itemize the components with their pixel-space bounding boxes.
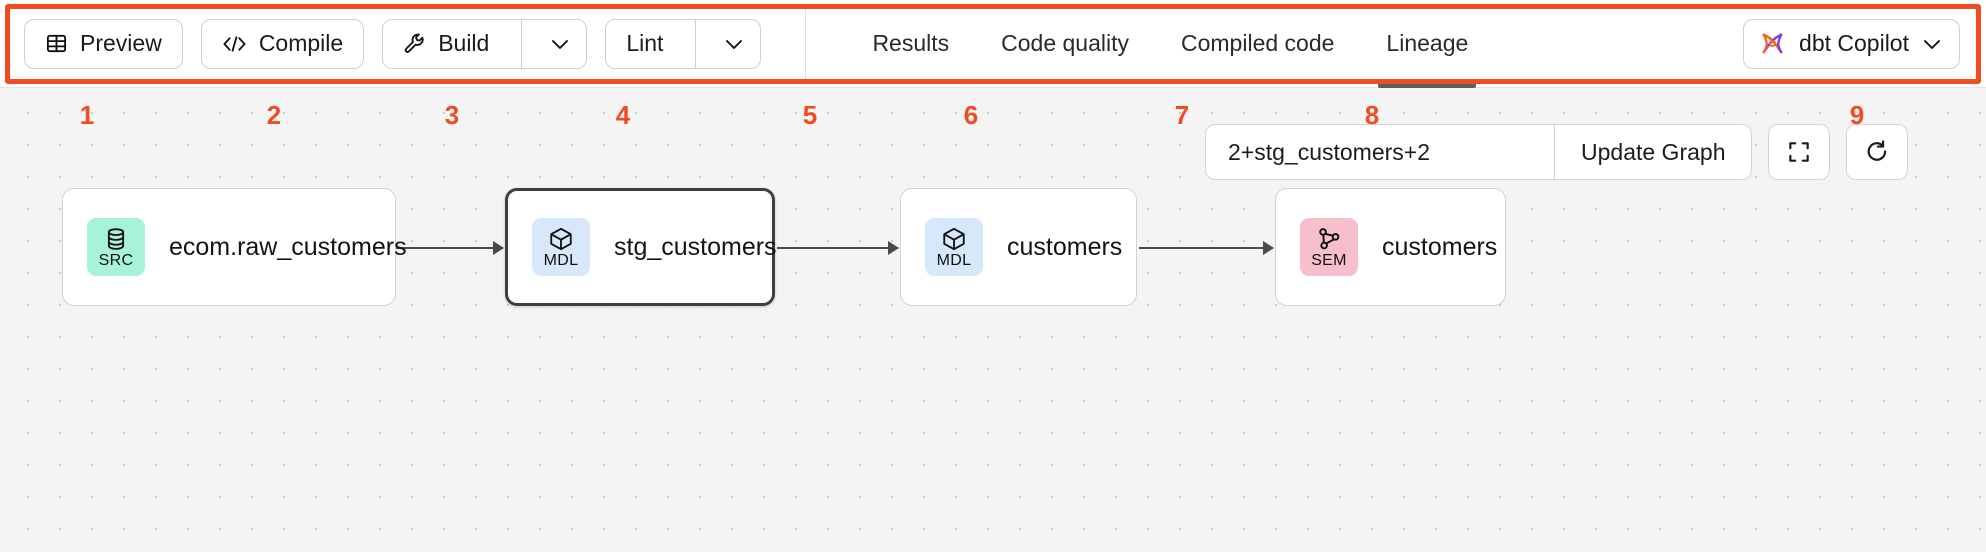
annotation-marker-4: 4 xyxy=(615,100,631,130)
chevron-down-icon xyxy=(724,37,744,51)
toolbar-separator xyxy=(805,4,807,83)
node-label: customers xyxy=(1382,232,1498,261)
node-type-badge: SRC xyxy=(87,218,145,276)
cube-icon xyxy=(941,226,967,252)
arrow-head-icon xyxy=(888,241,899,255)
tab-bar: Results Code quality Compiled code Linea… xyxy=(846,0,1494,88)
node-label: stg_customers xyxy=(614,232,777,261)
dbt-copilot-label: dbt Copilot xyxy=(1799,30,1909,56)
top-toolbar: Preview Compile xyxy=(0,0,1986,88)
build-button-group: Build xyxy=(382,18,588,69)
tab-compiled-code[interactable]: Compiled code xyxy=(1155,0,1360,88)
compile-button[interactable]: Compile xyxy=(200,18,365,69)
update-graph-button[interactable]: Update Graph xyxy=(1555,125,1752,179)
lineage-node-customers-mdl[interactable]: MDL customers xyxy=(900,188,1137,306)
cube-icon xyxy=(548,226,574,252)
dbt-copilot-button[interactable]: dbt Copilot xyxy=(1743,18,1960,69)
selector-group: Update Graph xyxy=(1205,124,1753,180)
lint-button-label: Lint xyxy=(626,30,664,56)
chevron-down-icon xyxy=(1922,37,1942,51)
selector-input[interactable] xyxy=(1206,125,1554,179)
lint-button[interactable]: Lint xyxy=(606,20,683,68)
build-button-label: Build xyxy=(438,30,490,56)
update-graph-label: Update Graph xyxy=(1581,138,1726,165)
refresh-icon xyxy=(1864,139,1890,165)
action-button-group: Preview Compile xyxy=(0,4,807,83)
annotation-marker-3: 3 xyxy=(444,100,460,130)
lint-dropdown-toggle[interactable] xyxy=(708,20,760,68)
dbt-copilot-icon xyxy=(1759,30,1786,57)
annotation-marker-8: 8 xyxy=(1364,100,1380,130)
annotation-marker-2: 2 xyxy=(266,100,282,130)
annotation-marker-1: 1 xyxy=(79,100,95,130)
arrow-head-icon xyxy=(1263,241,1274,255)
tab-code-quality-label: Code quality xyxy=(1001,30,1129,56)
lineage-canvas[interactable]: Update Graph xyxy=(0,88,1986,552)
node-label: customers xyxy=(1007,232,1123,261)
annotation-marker-5: 5 xyxy=(802,100,818,130)
lineage-node-stg-customers[interactable]: MDL stg_customers xyxy=(505,188,777,306)
toolbar-right: dbt Copilot xyxy=(1743,18,1986,69)
lineage-edge xyxy=(777,241,899,255)
selector-separator xyxy=(1554,125,1555,179)
fit-view-icon xyxy=(1786,139,1812,165)
node-type-label: SEM xyxy=(1311,251,1347,269)
node-label: ecom.raw_customers xyxy=(169,232,407,261)
lineage-edge xyxy=(1139,241,1274,255)
tab-code-quality[interactable]: Code quality xyxy=(975,0,1155,88)
semantic-graph-icon xyxy=(1316,226,1342,252)
table-icon xyxy=(45,32,68,55)
preview-button[interactable]: Preview xyxy=(24,18,183,69)
chevron-down-icon xyxy=(550,37,570,51)
node-type-label: MDL xyxy=(936,251,972,269)
lint-button-group: Lint xyxy=(605,18,762,69)
wrench-icon xyxy=(403,32,426,55)
preview-button-label: Preview xyxy=(80,30,162,56)
lineage-node-ecom-raw-customers[interactable]: SRC ecom.raw_customers xyxy=(62,188,407,306)
node-type-label: MDL xyxy=(543,251,579,269)
node-type-badge: MDL xyxy=(532,218,590,276)
tab-lineage-label: Lineage xyxy=(1386,30,1469,56)
graph-controls: Update Graph xyxy=(1205,124,1909,180)
database-icon xyxy=(103,226,129,252)
node-type-label: SRC xyxy=(98,251,134,269)
tab-results-label: Results xyxy=(872,30,950,56)
node-type-badge: SEM xyxy=(1300,218,1358,276)
lint-divider xyxy=(695,19,697,68)
tab-compiled-code-label: Compiled code xyxy=(1181,30,1335,56)
node-type-badge: MDL xyxy=(925,218,983,276)
annotation-marker-9: 9 xyxy=(1849,100,1865,130)
compile-button-label: Compile xyxy=(258,30,344,56)
tab-results[interactable]: Results xyxy=(846,0,975,88)
code-brackets-icon xyxy=(222,33,247,55)
tab-lineage[interactable]: Lineage xyxy=(1360,0,1494,88)
fit-view-button[interactable] xyxy=(1768,124,1831,180)
annotation-marker-7: 7 xyxy=(1174,100,1190,130)
build-button[interactable]: Build xyxy=(383,20,509,68)
build-divider xyxy=(521,19,523,68)
refresh-button[interactable] xyxy=(1846,124,1909,180)
build-dropdown-toggle[interactable] xyxy=(534,20,586,68)
annotation-marker-6: 6 xyxy=(963,100,979,130)
lineage-node-customers-sem[interactable]: SEM customers xyxy=(1275,188,1506,306)
lineage-edge xyxy=(396,241,504,255)
arrow-head-icon xyxy=(493,241,504,255)
